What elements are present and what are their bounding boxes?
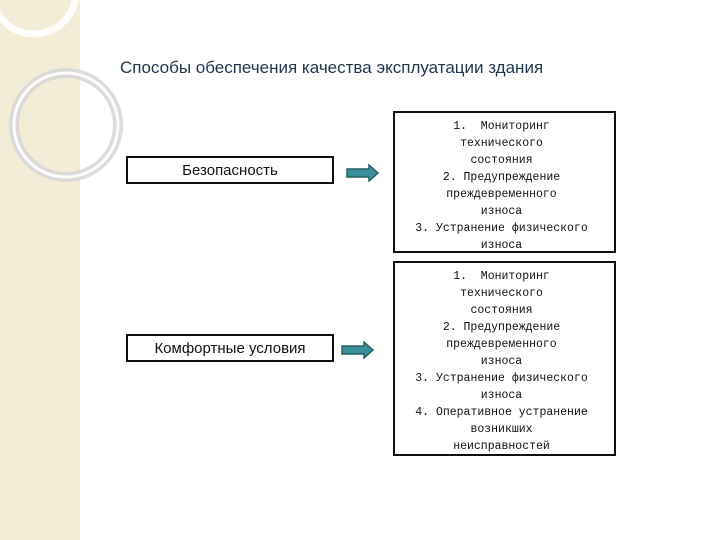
measures-list-safety: 1. Мониторинг технического состояния 2. … [395,113,614,252]
arrow-right-shape [346,164,380,182]
arrow-right-icon [341,341,375,359]
decorative-ring-top [0,0,79,38]
measure-item: 4. Оперативное устранение возникших неис… [415,406,588,453]
measure-item: 3. Устранение физического износа [415,372,588,402]
measures-box-comfort: 1. Мониторинг технического состояния 2. … [393,261,616,456]
measure-item: 3. Устранение физического износа [415,222,588,252]
measures-list-comfort: 1. Мониторинг технического состояния 2. … [395,263,614,454]
category-box-comfort: Комфортные условия [126,334,334,362]
measure-item: 1. Мониторинг технического состояния [453,270,550,317]
decorative-sidebar [0,0,80,540]
category-box-safety: Безопасность [126,156,334,184]
measure-item: 1. Мониторинг технического состояния [453,120,550,167]
measure-item: 2. Предупреждение преждевременного износ… [442,171,561,218]
decorative-ring-middle-inner [12,71,120,179]
measure-item: 2. Предупреждение преждевременного износ… [442,321,561,368]
arrow-right-shape [341,341,375,359]
page-title: Способы обеспечения качества эксплуатаци… [120,58,544,77]
arrow-right-icon [346,164,380,182]
measures-box-safety: 1. Мониторинг технического состояния 2. … [393,111,616,253]
